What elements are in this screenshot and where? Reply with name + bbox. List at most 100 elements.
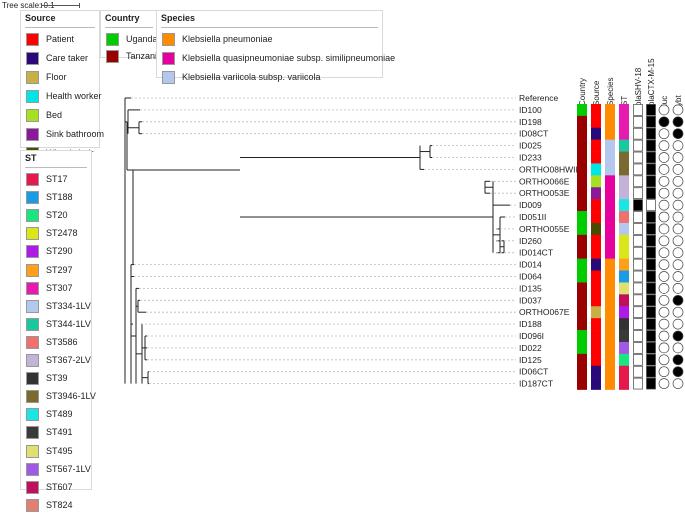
- tip-label: ID022: [519, 343, 542, 353]
- gene-box-ctx: [646, 211, 656, 223]
- legend-label: ST20: [46, 210, 68, 221]
- legend-label: ST290: [46, 246, 73, 257]
- metadata-cell-country: [577, 353, 587, 367]
- tip-label: ID188: [519, 319, 542, 329]
- gene-box-shv: [633, 246, 643, 259]
- legend-label: ST367-2LV: [46, 355, 91, 365]
- metadata-cell-source: [591, 330, 601, 343]
- legend-swatch: [26, 52, 39, 65]
- legend-swatch: [162, 33, 175, 46]
- gene-box-ctx: [646, 354, 656, 366]
- legend-label: Patient: [46, 34, 75, 44]
- metadata-cell-country: [577, 222, 587, 236]
- gene-circle-ybt: [672, 247, 684, 259]
- legend-label: Floor: [46, 72, 67, 82]
- gene-box-shv: [633, 377, 643, 390]
- metadata-cell-source: [591, 187, 601, 200]
- metadata-cell-st: [619, 246, 629, 259]
- column-header: iuc: [660, 96, 669, 106]
- tip-label: ID025: [519, 141, 542, 151]
- legend-label: ST2478: [46, 228, 78, 239]
- tip-label: ID233: [519, 153, 542, 163]
- gene-box-shv: [633, 282, 643, 295]
- metadata-cell-country: [577, 127, 587, 140]
- metadata-cell-country: [577, 282, 587, 295]
- tip-label: ORTHO066E: [519, 176, 570, 186]
- gene-box-ctx: [646, 104, 656, 116]
- gene-circle-ybt: [672, 104, 684, 116]
- legend-label: ST489: [46, 409, 73, 420]
- legend-label: Klebsiella pneumoniae: [182, 34, 273, 44]
- metadata-cell-species: [605, 341, 615, 355]
- metadata-cell-country: [577, 103, 587, 117]
- gene-circle-ybt: [672, 164, 684, 175]
- gene-circle-iuc: [658, 378, 670, 389]
- gene-box-ctx: [646, 282, 656, 295]
- metadata-cell-source: [591, 270, 601, 283]
- legend-swatch: [26, 335, 39, 349]
- legend-label: Klebsiella quasipneumoniae subsp. simili…: [182, 53, 396, 63]
- gene-box-shv: [633, 330, 643, 342]
- legend-swatch: [106, 50, 119, 63]
- legend-swatch: [26, 480, 39, 494]
- legend-swatch: [26, 281, 39, 295]
- legend-swatch: [26, 408, 39, 422]
- gene-box-shv: [633, 127, 643, 140]
- metadata-cell-st: [619, 199, 629, 212]
- metadata-cell-species: [605, 115, 615, 129]
- metadata-cell-country: [577, 163, 587, 176]
- gene-circle-ybt: [672, 128, 684, 140]
- metadata-cell-country: [577, 234, 587, 248]
- gene-circle-ybt: [672, 306, 684, 318]
- legend-label: Care taker: [46, 53, 89, 63]
- gene-circle-iuc: [658, 306, 670, 318]
- gene-box-ctx: [646, 330, 656, 342]
- tip-label: ID009: [519, 200, 542, 210]
- tip-label: ORTHO067E: [519, 307, 570, 317]
- metadata-cell-st: [619, 127, 629, 140]
- gene-circle-iuc: [658, 259, 670, 270]
- gene-box-ctx: [646, 163, 656, 176]
- metadata-cell-source: [591, 103, 601, 117]
- legend-swatch: [26, 426, 39, 440]
- gene-circle-iuc: [658, 235, 670, 247]
- gene-circle-ybt: [672, 140, 684, 151]
- gene-box-shv: [633, 365, 643, 378]
- metadata-cell-st: [619, 330, 629, 343]
- metadata-cell-st: [619, 294, 629, 307]
- gene-box-ctx: [646, 187, 656, 199]
- legend-species-title: Species: [161, 13, 196, 23]
- metadata-cell-country: [577, 377, 587, 390]
- legend-swatch: [26, 173, 39, 186]
- gene-circle-iuc: [658, 164, 670, 175]
- legend-swatch: [26, 109, 39, 122]
- legend-swatch: [26, 128, 39, 141]
- gene-box-shv: [633, 151, 643, 164]
- metadata-cell-source: [591, 151, 601, 164]
- tree-scale-label: Tree scale: 0.1: [2, 1, 55, 10]
- gene-box-shv: [633, 258, 643, 271]
- gene-box-ctx: [646, 294, 656, 307]
- metadata-cell-species: [605, 222, 615, 236]
- gene-circle-ybt: [672, 271, 684, 282]
- legend-swatch: [26, 245, 39, 259]
- metadata-cell-source: [591, 353, 601, 367]
- metadata-cell-species: [605, 318, 615, 331]
- gene-circle-ybt: [672, 211, 684, 223]
- legend-source-title: Source: [25, 13, 56, 23]
- gene-circle-iuc: [658, 342, 670, 354]
- metadata-cell-species: [605, 306, 615, 319]
- metadata-cell-source: [591, 282, 601, 295]
- metadata-cell-source: [591, 139, 601, 152]
- metadata-cell-st: [619, 151, 629, 164]
- gene-box-shv: [633, 175, 643, 188]
- tip-label: ID198: [519, 117, 542, 127]
- legend-swatch: [162, 71, 175, 84]
- legend-swatch: [26, 390, 39, 404]
- metadata-cell-species: [605, 282, 615, 295]
- metadata-cell-country: [577, 341, 587, 355]
- metadata-cell-country: [577, 139, 587, 152]
- legend-swatch: [26, 227, 39, 241]
- legend-swatch: [26, 317, 39, 331]
